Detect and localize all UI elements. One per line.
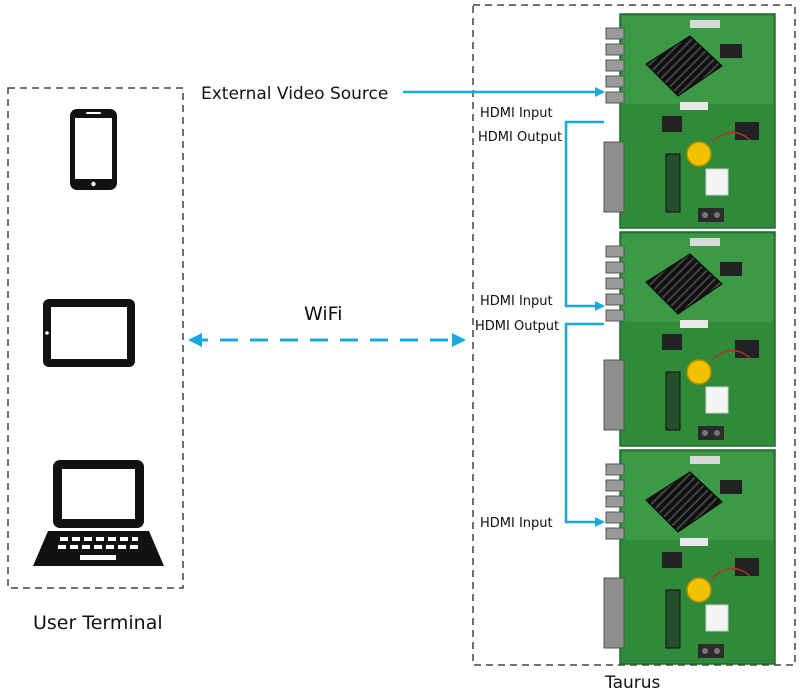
signal-connections	[403, 87, 605, 527]
taurus-board-2	[603, 231, 776, 447]
external-source-label: External Video Source	[201, 84, 388, 104]
smartphone-icon	[70, 109, 117, 190]
hdmi-link-1-arrow	[564, 120, 605, 311]
taurus-box	[472, 4, 796, 666]
laptop-icon	[33, 460, 164, 566]
taurus-board-3	[603, 449, 776, 665]
heatsink	[645, 253, 723, 315]
hdmi-input-label-3: HDMI Input	[480, 516, 553, 531]
user-terminal-label: User Terminal	[33, 612, 163, 634]
user-terminal-box	[7, 87, 184, 589]
hdmi-output-label-1: HDMI Output	[478, 130, 562, 145]
taurus-label: Taurus	[604, 673, 661, 693]
hdmi-input-label-2: HDMI Input	[480, 294, 553, 309]
wifi-label: WiFi	[304, 303, 342, 325]
hdmi-link-2-arrow	[564, 322, 605, 527]
hdmi-output-label-2: HDMI Output	[475, 319, 559, 334]
hdmi-input-label-1: HDMI Input	[480, 106, 553, 121]
taurus-board-1	[603, 13, 776, 229]
heatsink	[645, 35, 723, 97]
heatsink	[645, 471, 723, 533]
tablet-icon	[43, 299, 135, 367]
